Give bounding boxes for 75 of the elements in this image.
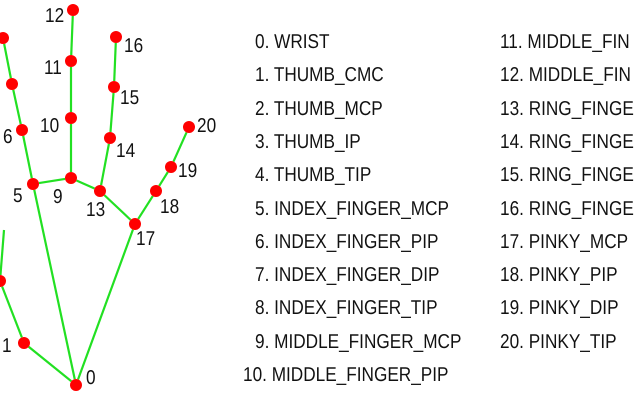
landmark-dot [6,78,18,90]
landmark-dot [110,31,122,43]
skeleton-line [33,190,76,380]
landmark-number: 14 [116,140,136,162]
landmark-dot [108,81,120,93]
skeleton-line [28,346,72,382]
landmark-name: 7. INDEX_FINGER_DIP [255,264,440,286]
landmark-name: 15. RING_FINGE [500,164,634,186]
skeleton-line [70,16,74,56]
landmark-name: 16. RING_FINGE [500,198,634,220]
landmark-dot [165,161,177,173]
landmark-number: 19 [178,160,198,182]
landmark-dot [27,178,39,190]
landmark-number: 15 [120,87,140,109]
skeleton-line [172,132,188,162]
landmark-name: 12. MIDDLE_FIN [500,64,631,86]
skeleton-line [38,178,66,184]
landmark-dot [65,55,77,67]
landmark-name: 9. MIDDLE_FINGER_MCP [255,330,462,353]
landmark-dot [183,121,195,133]
landmark-dot [67,4,79,16]
skeleton-line [70,124,72,172]
landmark-number: 11 [44,57,62,79]
landmark-number: 9 [53,186,63,208]
skeleton-line [77,229,134,380]
skeleton-line [137,195,154,220]
landmark-name: 20. PINKY_TIP [500,330,617,353]
landmark-dot [129,218,141,230]
landmark-dot [65,172,77,184]
landmark-name: 13. RING_FINGE [500,98,634,120]
landmark-number: 6 [3,126,13,148]
landmark-dot [70,379,82,391]
landmark-dot [104,132,116,144]
landmark-name: 3. THUMB_IP [255,130,361,153]
landmark-dot [94,185,106,197]
landmark-name: 17. PINKY_MCP [500,230,628,253]
skeleton-line [22,136,33,178]
landmark-name: 1. THUMB_CMC [255,64,384,86]
landmark-dot [150,185,162,197]
landmark-number: 0 [86,367,96,389]
landmark-number: 1 [2,335,12,357]
landmark-name: 14. RING_FINGE [500,130,634,153]
landmark-name: 5. INDEX_FINGER_MCP [255,198,450,220]
landmark-number: 12 [45,5,64,27]
landmark-name: 18. PINKY_PIP [500,264,618,286]
skeleton-line [109,92,115,132]
landmark-name: 19. PINKY_DIP [500,297,619,320]
skeleton-line [76,179,95,190]
landmark-name: 2. THUMB_MCP [255,98,383,120]
skeleton-line [104,194,132,221]
skeleton-line [3,44,12,78]
skeleton-line [70,67,72,112]
landmark-number: 10 [40,115,60,137]
skeleton-line [12,90,22,124]
landmark-dot [16,124,28,136]
skeleton-line [113,42,117,82]
landmark-number: 20 [197,115,216,137]
landmark-number: 17 [136,228,156,250]
landmark-dot [0,32,9,44]
landmark-number: 16 [124,35,144,57]
landmark-number: 18 [160,196,180,218]
landmark-name: 0. WRIST [255,31,330,53]
skeleton-line [1,286,23,338]
landmark-name: 6. INDEX_FINGER_PIP [255,230,439,253]
landmark-name: 8. INDEX_FINGER_TIP [255,297,438,320]
skeleton-line [158,172,169,186]
skeleton-line [0,230,6,276]
landmark-name: 11. MIDDLE_FIN [500,31,630,53]
landmark-name: 10. MIDDLE_FINGER_PIP [243,364,449,386]
landmark-name: 4. THUMB_TIP [255,164,372,186]
landmark-dot [18,337,30,349]
landmark-number: 13 [86,199,106,221]
skeleton-line [100,144,110,186]
landmark-number: 5 [13,185,23,207]
landmark-dot [65,112,77,124]
